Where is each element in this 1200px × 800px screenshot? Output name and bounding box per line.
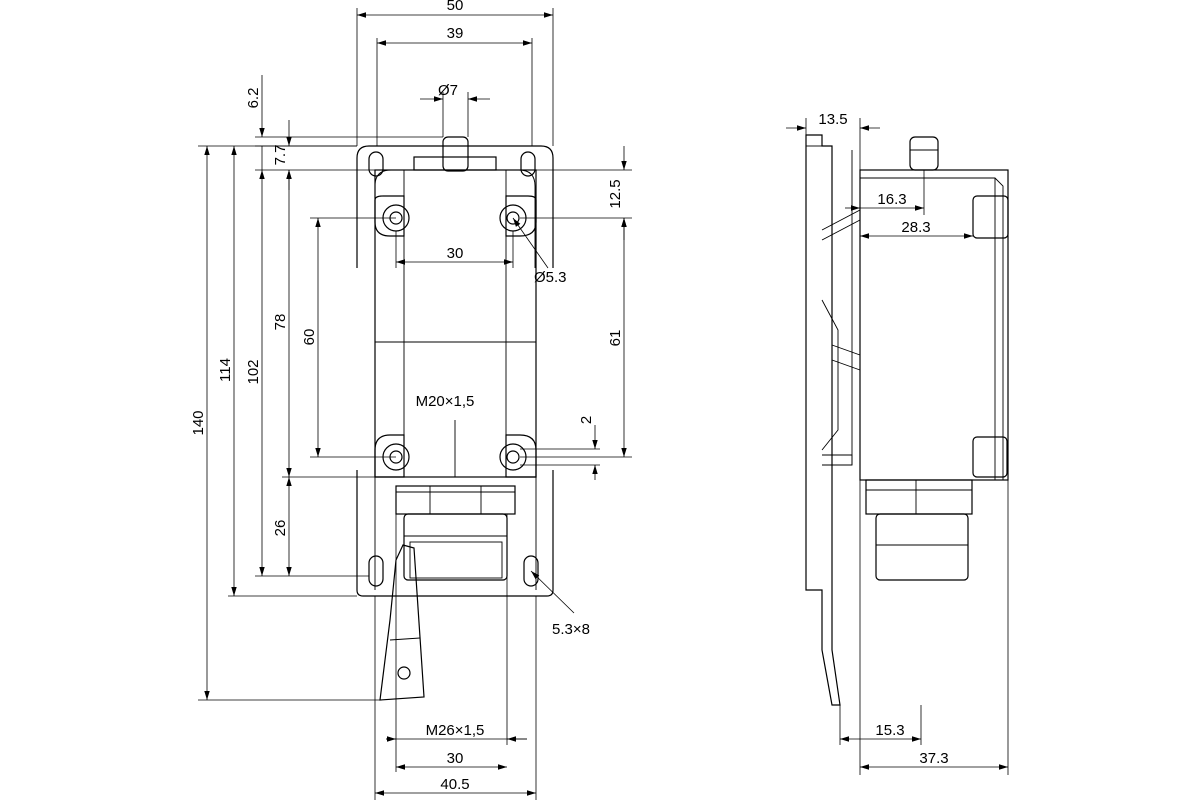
dim-hole-spacing: 30 xyxy=(447,245,464,262)
dim-side-16-3: 16.3 xyxy=(877,191,906,208)
side-gland-nut xyxy=(865,479,973,515)
side-plunger xyxy=(909,136,939,171)
dim-bottom-30: 30 xyxy=(447,750,464,767)
side-tab-lower xyxy=(972,436,1008,478)
dim-side-37-3: 37.3 xyxy=(919,750,948,767)
plunger-base xyxy=(413,156,497,171)
dim-hole-diameter: Ø5.3 xyxy=(534,269,567,286)
dim-side-15-3: 15.3 xyxy=(875,722,904,739)
dim-width-overall: 50 xyxy=(447,0,464,14)
gland-body xyxy=(403,513,508,581)
gland-nut xyxy=(395,485,516,515)
side-mounting-plate xyxy=(805,134,841,706)
dim-61: 61 xyxy=(607,330,624,347)
dim-7-7: 7.7 xyxy=(272,145,289,166)
switch-body xyxy=(374,169,537,478)
mount-hole-lower-right xyxy=(499,434,537,478)
label-thread-bottom: M26×1,5 xyxy=(426,722,485,739)
label-slot-size: 5.3×8 xyxy=(552,621,590,638)
mount-hole-lower-left xyxy=(374,434,410,478)
dim-height-26: 26 xyxy=(272,520,289,537)
dim-height-140: 140 xyxy=(190,410,207,435)
dim-2: 2 xyxy=(578,416,595,424)
side-gland-body xyxy=(875,513,969,581)
front-view xyxy=(356,136,554,701)
mount-hole-upper-left xyxy=(374,195,410,237)
dim-12-5: 12.5 xyxy=(607,179,624,208)
side-body xyxy=(859,169,1009,481)
plunger-cap xyxy=(442,136,469,172)
dim-height-78: 78 xyxy=(272,314,289,331)
front-dimensions: 50 39 Ø7 6.2 7.7 140 114 102 xyxy=(190,0,632,800)
dim-height-114: 114 xyxy=(217,358,234,382)
label-thread-top: M20×1,5 xyxy=(416,393,475,410)
dim-height-102: 102 xyxy=(245,359,262,384)
dim-bottom-40-5: 40.5 xyxy=(440,776,469,793)
dim-plunger-diameter: Ø7 xyxy=(438,82,458,99)
slot-top-left xyxy=(368,151,384,177)
side-tab-upper xyxy=(972,195,1009,239)
side-dimensions: 13.5 16.3 28.3 15.3 37.3 xyxy=(786,111,1009,775)
dim-side-28-3: 28.3 xyxy=(901,219,930,236)
lever-hole xyxy=(397,666,411,680)
dim-side-13-5: 13.5 xyxy=(818,111,847,128)
dim-6-2: 6.2 xyxy=(245,88,262,109)
mount-hole-upper-right xyxy=(499,195,537,237)
mounting-plate-top xyxy=(356,145,554,268)
lever-arm xyxy=(379,544,425,701)
slot-bottom-left xyxy=(368,555,384,587)
slot-top-right xyxy=(520,151,536,177)
dim-height-60: 60 xyxy=(301,329,318,346)
dim-width-body: 39 xyxy=(447,25,464,42)
